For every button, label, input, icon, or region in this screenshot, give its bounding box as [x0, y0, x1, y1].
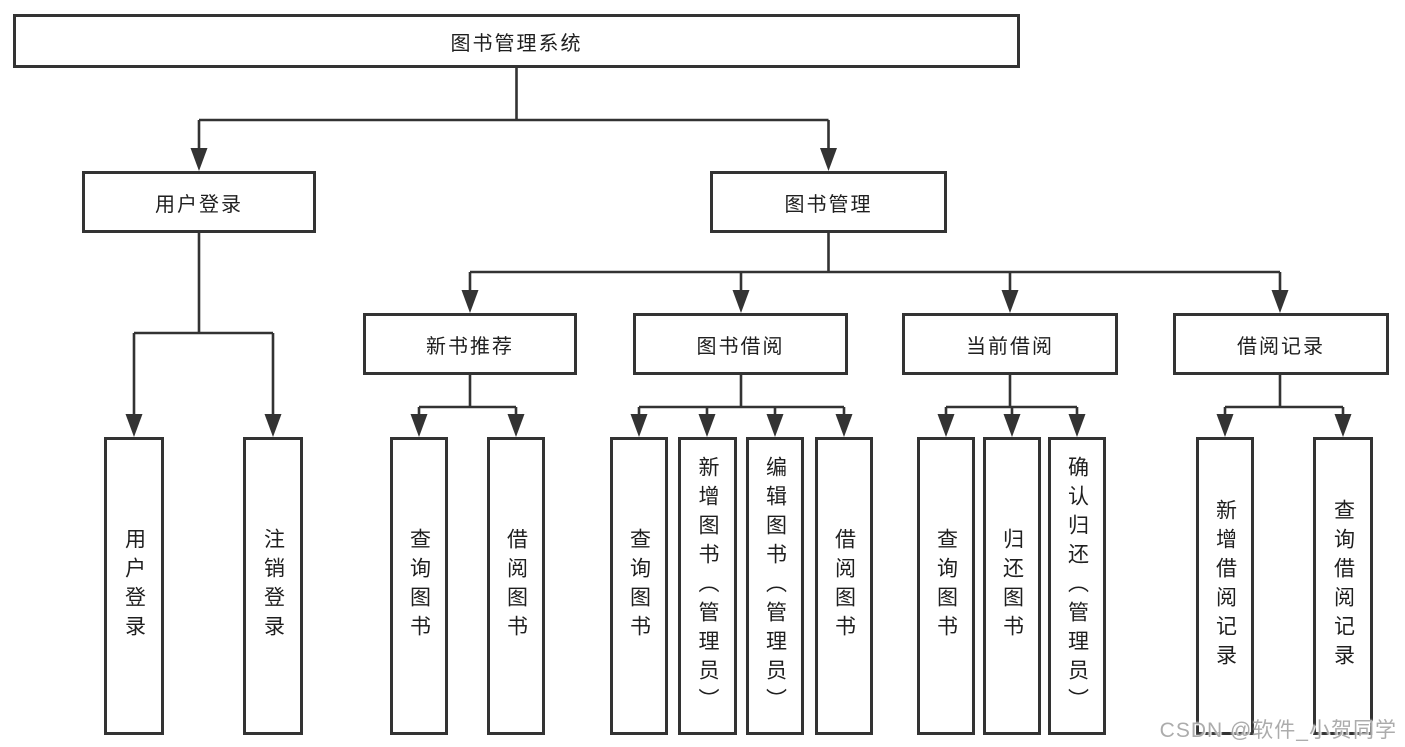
arrowhead	[190, 148, 208, 171]
leaf-label: 注销登录	[261, 528, 285, 644]
arrowhead	[507, 414, 525, 437]
arrowhead	[1271, 290, 1289, 313]
node-label: 图书管理	[784, 193, 873, 216]
node-current-borrowing: 当前借阅	[902, 313, 1118, 375]
arrowhead	[1003, 414, 1021, 437]
leaf-label: 新增借阅记录	[1213, 499, 1237, 673]
node-label: 借阅记录	[1237, 335, 1325, 358]
leaf-label: 查询借阅记录	[1331, 499, 1355, 673]
arrowhead	[1001, 290, 1019, 313]
arrowhead	[630, 414, 648, 437]
leaf-label: 查询图书	[627, 528, 651, 644]
arrowhead	[125, 414, 143, 437]
leaf-query-books-recommend: 查询图书	[390, 437, 448, 735]
arrowhead	[766, 414, 784, 437]
connector-user-login-to-leaves	[132, 233, 275, 416]
connector-book-borrowing-to-leaves	[637, 375, 846, 416]
leaf-query-books-current: 查询图书	[917, 437, 975, 735]
node-label: 图书管理系统	[450, 32, 583, 55]
node-label: 新书推荐	[426, 335, 514, 358]
leaf-add-borrow-record: 新增借阅记录	[1196, 437, 1254, 735]
connector-lines	[132, 68, 1345, 416]
leaf-edit-books-admin: 编辑图书（管理员）	[746, 437, 804, 735]
leaf-confirm-return-admin: 确认归还（管理员）	[1048, 437, 1106, 735]
node-book-management: 图书管理	[710, 171, 947, 233]
arrowheads	[125, 148, 1352, 437]
node-new-book-recommendation: 新书推荐	[363, 313, 577, 375]
arrowhead	[1334, 414, 1352, 437]
connector-current-borrowing-to-leaves	[944, 375, 1079, 416]
leaf-query-books-borrowing: 查询图书	[610, 437, 668, 735]
arrowhead	[410, 414, 428, 437]
leaf-label: 新增图书（管理员）	[696, 455, 719, 717]
leaf-label: 借阅图书	[504, 528, 528, 644]
node-borrowing-records: 借阅记录	[1173, 313, 1389, 375]
connector-new-book-recommendation-to-leaves	[417, 375, 518, 416]
arrowhead	[264, 414, 282, 437]
leaf-label: 归还图书	[1000, 528, 1024, 644]
leaf-logout: 注销登录	[243, 437, 303, 735]
node-user-login: 用户登录	[82, 171, 316, 233]
node-library-management-system: 图书管理系统	[13, 14, 1020, 68]
arrowhead	[937, 414, 955, 437]
arrowhead	[461, 290, 479, 313]
node-label: 图书借阅	[696, 335, 785, 358]
node-label: 当前借阅	[966, 335, 1054, 358]
arrowhead	[820, 148, 837, 171]
node-book-borrowing: 图书借阅	[633, 313, 848, 375]
arrowhead	[1216, 414, 1234, 437]
connector-borrowing-records-to-leaves	[1223, 375, 1345, 416]
arrowhead	[732, 290, 750, 313]
connector-book-management-to-level3	[468, 233, 1282, 292]
leaf-query-borrow-record: 查询借阅记录	[1313, 437, 1373, 735]
leaf-add-books-admin: 新增图书（管理员）	[678, 437, 737, 735]
arrowhead	[698, 414, 716, 437]
leaf-borrow-books-borrowing: 借阅图书	[815, 437, 873, 735]
arrowhead	[835, 414, 853, 437]
leaf-label: 确认归还（管理员）	[1065, 455, 1089, 717]
leaf-label: 编辑图书（管理员）	[763, 455, 787, 717]
watermark: CSDN @软件_小贺同学	[1159, 719, 1397, 742]
leaf-return-books: 归还图书	[983, 437, 1041, 735]
leaf-user-login: 用户登录	[104, 437, 164, 735]
arrowhead	[1068, 414, 1086, 437]
leaf-label: 查询图书	[407, 528, 431, 644]
leaf-label: 借阅图书	[832, 528, 856, 644]
leaf-borrow-books-recommend: 借阅图书	[487, 437, 545, 735]
leaf-label: 查询图书	[934, 528, 958, 644]
node-label: 用户登录	[155, 193, 243, 216]
connector-root-to-level2	[197, 68, 830, 150]
leaf-label: 用户登录	[122, 528, 146, 644]
